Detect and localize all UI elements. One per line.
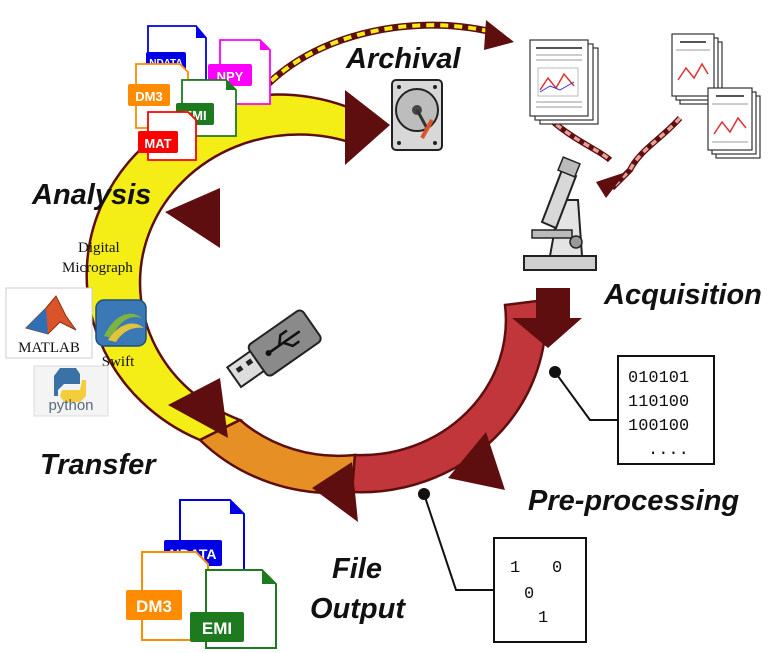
usb-drive-icon [225,309,322,389]
binary-line-2: 110100 [628,393,689,412]
ring-arrow-preprocessing [448,432,505,490]
format-tag-mat: MAT [144,136,171,151]
stage-label-file-output-1: File [332,553,382,585]
sparse-row1-a: 1 [510,559,520,578]
software-digital-micrograph-line2: Micrograph [62,260,133,276]
publication-stack-left [529,39,599,125]
stage-label-file-output-2: Output [310,593,406,625]
output-tag-emi: EMI [202,619,232,638]
ring-arrow-file-output [312,462,358,522]
binary-data-box [617,355,715,465]
ring-arrow-acquisition [512,318,582,348]
binary-line-4: .... [648,441,689,460]
sparse-row1-b: 0 [552,559,562,578]
output-format-icons: NDATA DM3 EMI [126,499,277,649]
format-tag-dm3: DM3 [135,89,162,104]
microscope-icon [523,156,597,271]
arrow-head-icon [596,172,626,198]
stage-label-analysis: Analysis [31,179,151,211]
sparse-data-box [493,537,587,643]
software-digital-micrograph-line1: Digital [78,240,120,256]
output-tag-dm3: DM3 [136,597,172,616]
sparse-data-callout: 1 0 0 1 [418,488,587,643]
matlab-logo-icon: MATLAB [5,287,93,359]
stage-label-transfer: Transfer [40,449,157,481]
python-logo-icon: python [33,365,109,417]
stage-label-acquisition: Acquisition [603,279,762,311]
hard-drive-icon [391,79,443,151]
publication-stack-right-bottom [707,87,761,159]
stage-label-archival: Archival [345,43,461,75]
software-swift-label: Swift [102,354,135,370]
swift-logo-icon: Swift [95,299,147,370]
ring-segment-red [350,298,548,494]
binary-data-callout: 010101 110100 100100 .... [549,355,715,465]
ring-arrow-analysis [165,188,220,248]
ring-arrow-archival [345,90,390,165]
ring-arrow-transfer [168,378,228,438]
binary-line-3: 100100 [628,417,689,436]
archival-format-icons: NDATA NPY DM3 EMI MAT [128,25,271,161]
ring-arrow-acquisition-stem [536,288,570,320]
arrow-head-icon [484,20,514,50]
sparse-row3: 1 [538,609,548,628]
sparse-row2: 0 [524,585,534,604]
software-matlab-label: MATLAB [18,340,80,356]
stage-label-preprocessing: Pre-processing [528,485,739,517]
software-python-label: python [48,397,93,414]
cycle-ring [85,90,582,522]
binary-line-1: 010101 [628,369,689,388]
